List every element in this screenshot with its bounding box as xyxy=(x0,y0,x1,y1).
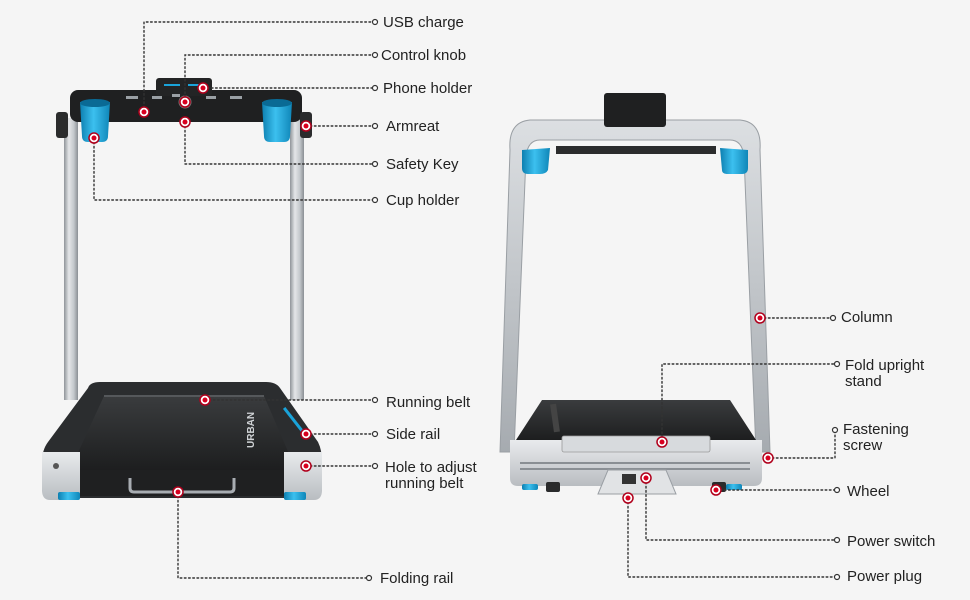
left-cup-holder xyxy=(80,102,110,142)
rear-right-cup xyxy=(720,148,748,174)
hotspot-armrest xyxy=(300,120,312,132)
vent-grille xyxy=(520,462,750,470)
power-module xyxy=(597,469,677,495)
label-power-plug: Power plug xyxy=(847,568,923,585)
rear-view-treadmill xyxy=(499,93,771,495)
label-column: Column xyxy=(841,309,893,326)
label-side-rail: Side rail xyxy=(386,426,441,443)
label-armrest: Armreat xyxy=(386,118,440,135)
label-phone-holder: Phone holder xyxy=(383,80,473,97)
rear-left-wheel xyxy=(546,482,560,492)
label-folding-rail: Folding rail xyxy=(380,570,454,587)
front-view-treadmill: URBAN xyxy=(42,78,322,500)
leader-lines xyxy=(93,21,836,579)
hotspot-safety-key xyxy=(179,116,191,128)
hotspot-belt xyxy=(199,394,211,406)
hotspot-power-plug xyxy=(622,492,634,504)
hotspot-wheel xyxy=(710,484,722,496)
label-power-switch: Power switch xyxy=(847,533,936,550)
running-surface xyxy=(70,396,296,470)
hotspot-folding-rail xyxy=(172,486,184,498)
rear-phone-holder xyxy=(604,93,666,127)
label-fastening-line1: Fastening xyxy=(843,421,909,438)
label-usb-charge: USB charge xyxy=(383,14,464,31)
front-base xyxy=(42,452,80,500)
rear-deck xyxy=(516,400,756,440)
phone-holder-slot xyxy=(156,78,212,96)
brand-mark: URBAN xyxy=(246,412,257,448)
adjust-hole xyxy=(53,463,59,469)
hotspot-cup xyxy=(88,132,100,144)
hotspot-power-switch xyxy=(640,472,652,484)
right-column xyxy=(290,118,304,400)
left-armrest xyxy=(56,112,68,138)
right-cup-holder xyxy=(262,102,292,142)
hotspot-usb xyxy=(138,106,150,118)
label-control-knob: Control knob xyxy=(381,47,467,64)
label-wheel: Wheel xyxy=(847,483,890,500)
right-foot xyxy=(284,492,306,500)
label-fold-stand-line2: stand xyxy=(845,373,882,390)
hotspot-hole xyxy=(300,460,312,472)
label-fastening-line2: screw xyxy=(843,437,883,454)
label-hole-adjust-line1: Hole to adjust xyxy=(385,459,477,476)
hotspot-side-rail xyxy=(300,428,312,440)
label-safety-key: Safety Key xyxy=(386,156,459,173)
hotspot-knob xyxy=(179,96,191,108)
hotspot-fastening xyxy=(762,452,774,464)
label-hole-adjust-line2: running belt xyxy=(385,475,464,492)
hotspot-fold-stand xyxy=(656,436,668,448)
label-cup-holder: Cup holder xyxy=(386,192,460,209)
rear-left-cup xyxy=(522,148,550,174)
console-indicators xyxy=(126,94,242,99)
left-column xyxy=(64,118,78,400)
label-running-belt: Running belt xyxy=(386,394,471,411)
hotspot-phone xyxy=(197,82,209,94)
label-fold-stand-line1: Fold upright xyxy=(845,357,925,374)
left-foot xyxy=(58,492,80,500)
hotspot-column xyxy=(754,312,766,324)
leader-endpoints xyxy=(365,18,841,582)
hotspot-markers xyxy=(88,82,774,504)
